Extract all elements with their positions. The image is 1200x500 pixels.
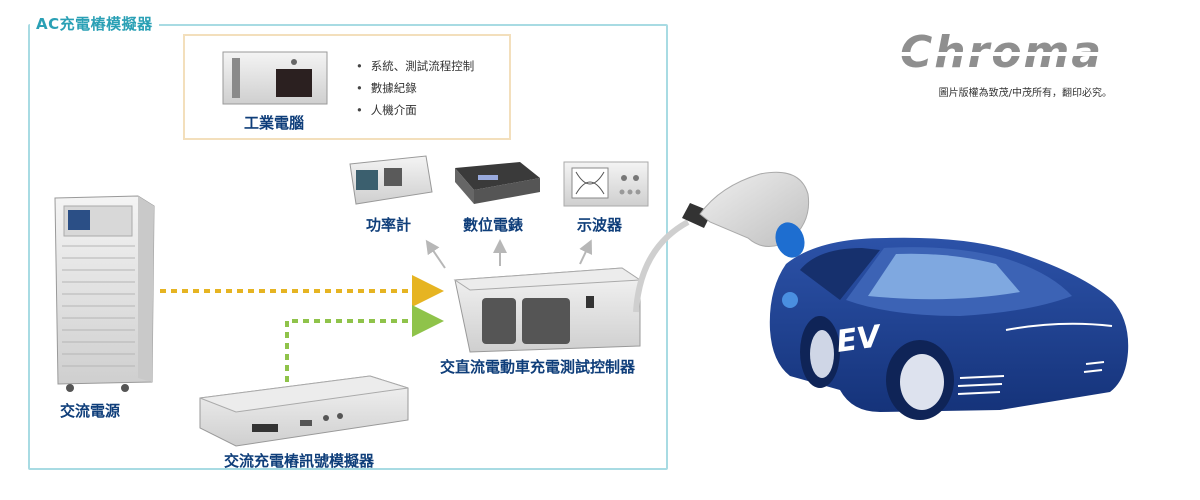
copyright-note: 圖片版權為致茂/中茂所有，翻印必究。: [900, 84, 1112, 99]
link-oscilloscope: [580, 243, 590, 264]
chroma-logo: Chroma: [900, 30, 1122, 76]
oscilloscope-icon: [564, 162, 648, 206]
power-meter-icon: [350, 156, 432, 204]
signal-simulator-label: 交流充電樁訊號模擬器: [224, 450, 374, 471]
power-meter-label: 功率計: [366, 214, 411, 235]
ac-source-cabinet-icon: [55, 196, 154, 392]
controller-label: 交直流電動車充電測試控制器: [440, 356, 635, 377]
link-power-meter: [428, 243, 445, 268]
industrial-pc-icon: [223, 52, 327, 104]
brand-block: Chroma 圖片版權為致茂/中茂所有，翻印必究。: [900, 30, 1122, 99]
ev-car-icon: EV: [770, 238, 1128, 420]
oscilloscope-label: 示波器: [577, 214, 622, 235]
pc-feature-item: 人機介面: [356, 99, 474, 121]
ac-source-label: 交流電源: [60, 400, 120, 421]
pc-feature-list: 系統、測試流程控制 數據紀錄 人機介面: [356, 55, 474, 121]
signal-flow-arrow: [287, 321, 436, 382]
pc-feature-item: 數據紀錄: [356, 77, 474, 99]
ev-badge: EV: [834, 319, 885, 360]
signal-simulator-icon: [200, 376, 408, 446]
charge-controller-icon: [455, 268, 640, 352]
digital-meter-label: 數位電錶: [463, 214, 523, 235]
digital-meter-icon: [455, 162, 540, 204]
industrial-pc-label: 工業電腦: [244, 112, 304, 133]
pc-feature-item: 系統、測試流程控制: [356, 55, 474, 77]
